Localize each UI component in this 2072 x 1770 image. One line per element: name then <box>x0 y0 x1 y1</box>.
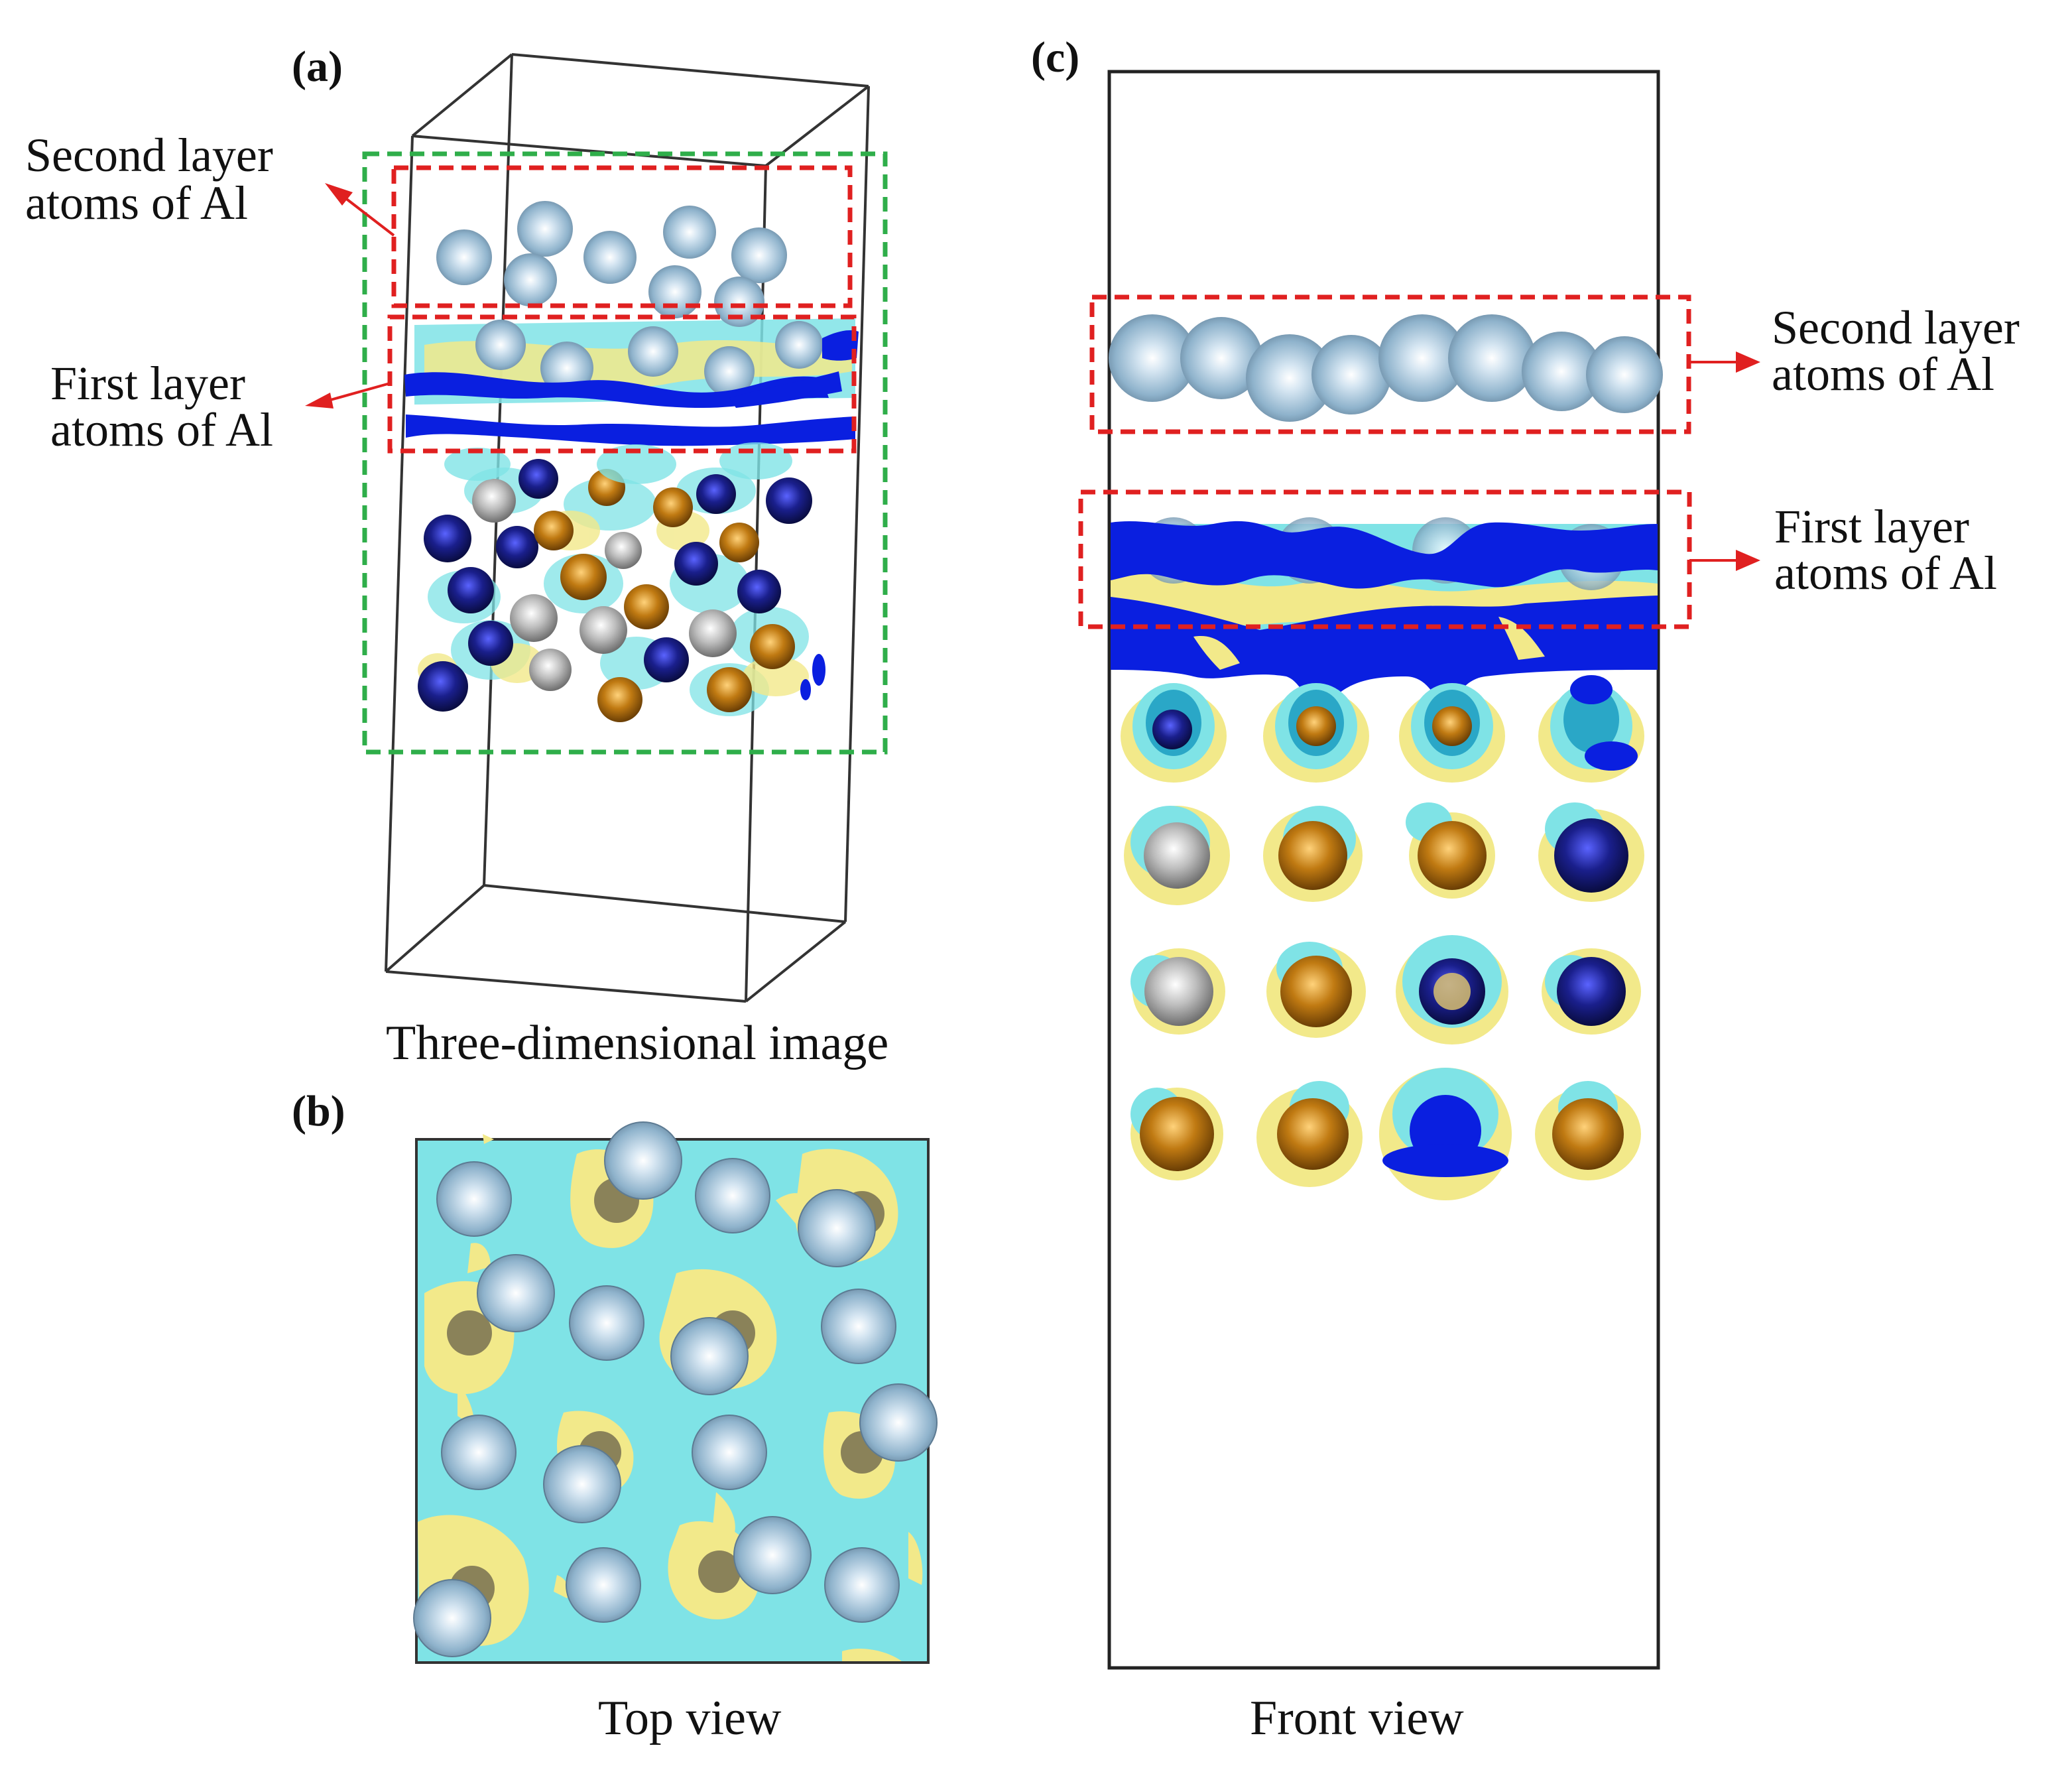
panel-a: (a) <box>25 42 888 1070</box>
green-dashed-box <box>362 151 888 755</box>
panel-b: (b) <box>292 1087 938 1745</box>
arrow-second-layer-front <box>1689 351 1760 373</box>
first-layer-isosurface-3d <box>404 318 859 484</box>
label-first-layer-front-line1: First layer <box>1774 500 1969 553</box>
panel-a-letter: (a) <box>292 42 343 91</box>
caption-3d: Three-dimensional image <box>386 1016 888 1070</box>
panel-c-letter: (c) <box>1031 33 1079 82</box>
label-first-layer-3d-line1: First layer <box>50 357 245 410</box>
label-first-layer-front-line2: atoms of Al <box>1774 546 1997 600</box>
label-second-layer-front-line1: Second layer <box>1772 301 2020 354</box>
caption-front-view: Front view <box>1250 1691 1464 1745</box>
arrow-second-layer-3d <box>325 183 395 237</box>
label-second-layer-front-line2: atoms of Al <box>1772 348 1994 401</box>
panel-c: (c) <box>1031 33 2020 1745</box>
arrow-first-layer-front <box>1689 550 1760 571</box>
caption-top-view: Top view <box>598 1691 782 1745</box>
label-second-layer-3d-line1: Second layer <box>25 129 273 182</box>
label-first-layer-3d-line2: atoms of Al <box>50 403 273 456</box>
first-layer-box-front <box>1078 489 1692 629</box>
label-second-layer-3d-line2: atoms of Al <box>25 176 248 229</box>
second-layer-box-front <box>1089 294 1691 434</box>
second-layer-atoms-3d <box>436 201 787 327</box>
second-layer-box-3d <box>391 165 853 308</box>
second-layer-atoms-front <box>1109 314 1663 422</box>
top-view-al-atoms <box>413 1121 938 1657</box>
substrate-atoms-front <box>1121 675 1644 1200</box>
substrate-atoms-3d <box>418 459 825 722</box>
panel-b-letter: (b) <box>292 1087 345 1135</box>
arrow-first-layer-3d <box>305 382 391 409</box>
